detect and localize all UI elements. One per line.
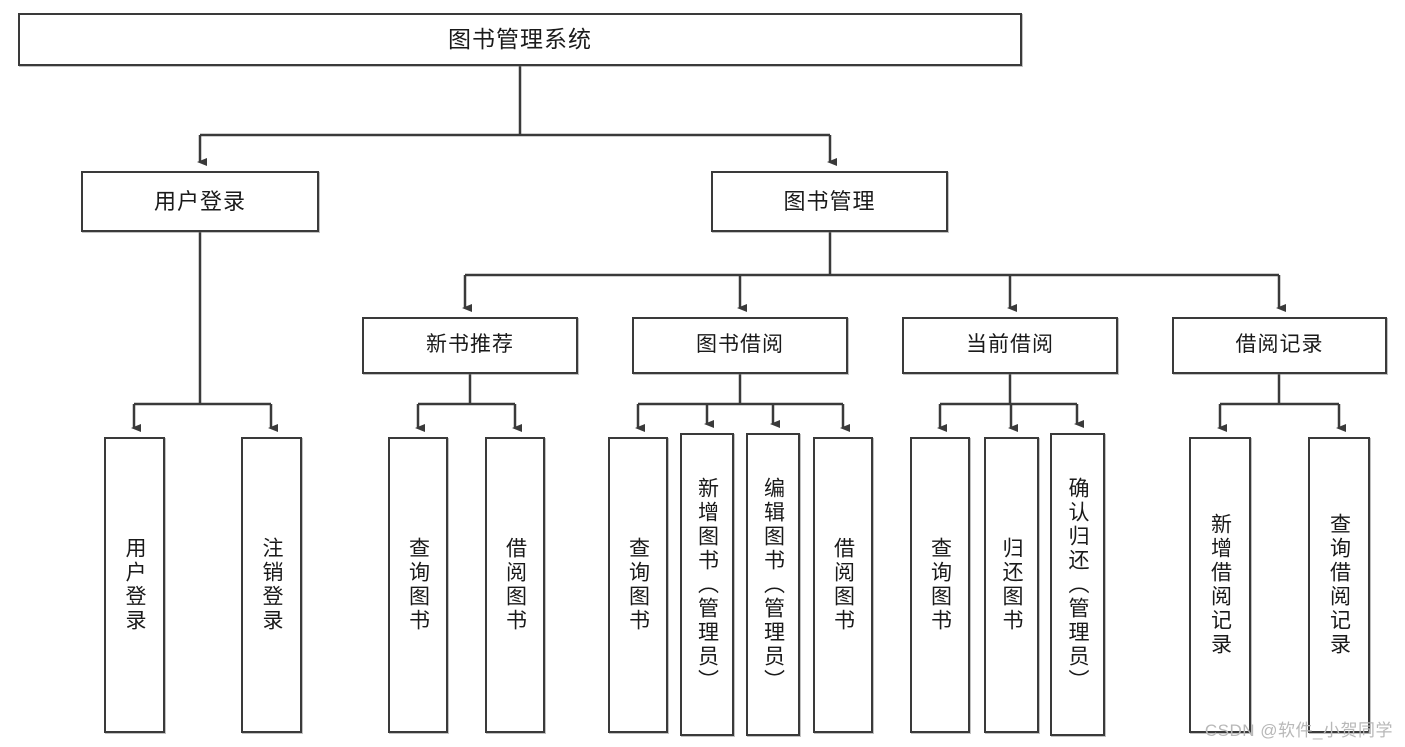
node-leaf-add-book[interactable]: 新增图书（管理员）	[680, 433, 734, 736]
node-leaf-query-book-2-label: 查询图书	[626, 537, 650, 633]
node-leaf-add-record-label: 新增借阅记录	[1208, 513, 1232, 657]
node-leaf-query-record-label: 查询借阅记录	[1327, 513, 1351, 657]
node-leaf-query-book-1[interactable]: 查询图书	[388, 437, 448, 733]
node-leaf-return-book-label: 归还图书	[1000, 537, 1024, 633]
node-new-book-recommend[interactable]: 新书推荐	[362, 317, 578, 374]
node-leaf-borrow-book-1[interactable]: 借阅图书	[485, 437, 545, 733]
node-leaf-confirm-return[interactable]: 确认归还（管理员）	[1050, 433, 1105, 736]
node-leaf-confirm-return-label: 确认归还（管理员）	[1066, 476, 1090, 693]
node-leaf-edit-book[interactable]: 编辑图书（管理员）	[746, 433, 800, 736]
node-leaf-borrow-book-2[interactable]: 借阅图书	[813, 437, 873, 733]
node-book-borrow-label: 图书借阅	[696, 333, 784, 357]
node-root[interactable]: 图书管理系统	[18, 13, 1022, 66]
node-leaf-query-book-3[interactable]: 查询图书	[910, 437, 970, 733]
node-borrow-record[interactable]: 借阅记录	[1172, 317, 1387, 374]
node-new-book-recommend-label: 新书推荐	[426, 333, 514, 357]
node-leaf-query-book-2[interactable]: 查询图书	[608, 437, 668, 733]
node-leaf-query-book-3-label: 查询图书	[928, 537, 952, 633]
node-borrow-record-label: 借阅记录	[1235, 333, 1324, 357]
csdn-watermark: CSDN @软件_小贺同学	[1204, 721, 1393, 740]
node-book-manage-label: 图书管理	[783, 188, 876, 214]
node-leaf-return-book[interactable]: 归还图书	[984, 437, 1039, 733]
node-book-manage[interactable]: 图书管理	[711, 171, 948, 232]
node-leaf-user-login-label: 用户登录	[123, 537, 147, 633]
node-leaf-borrow-book-1-label: 借阅图书	[503, 537, 527, 633]
node-leaf-add-record[interactable]: 新增借阅记录	[1189, 437, 1251, 733]
node-leaf-add-book-label: 新增图书（管理员）	[695, 476, 719, 693]
node-root-label: 图书管理系统	[448, 26, 592, 53]
node-current-borrow[interactable]: 当前借阅	[902, 317, 1118, 374]
node-current-borrow-label: 当前借阅	[966, 333, 1054, 357]
node-leaf-logout-label: 注销登录	[260, 537, 284, 633]
node-leaf-logout[interactable]: 注销登录	[241, 437, 302, 733]
node-user-login[interactable]: 用户登录	[81, 171, 319, 232]
node-leaf-query-record[interactable]: 查询借阅记录	[1308, 437, 1370, 733]
node-leaf-user-login[interactable]: 用户登录	[104, 437, 165, 733]
node-leaf-borrow-book-2-label: 借阅图书	[831, 537, 855, 633]
node-book-borrow[interactable]: 图书借阅	[632, 317, 848, 374]
node-leaf-edit-book-label: 编辑图书（管理员）	[761, 476, 785, 693]
node-leaf-query-book-1-label: 查询图书	[406, 537, 430, 633]
node-user-login-label: 用户登录	[153, 188, 246, 214]
